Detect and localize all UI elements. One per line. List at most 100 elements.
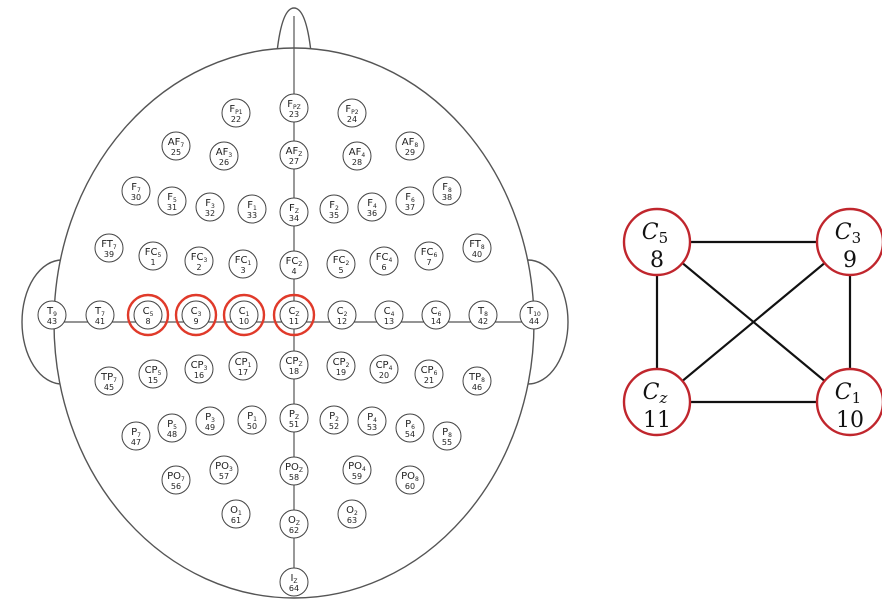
electrode-circle bbox=[357, 406, 387, 436]
electrode-name: PZ bbox=[289, 409, 299, 421]
electrode-name: O2 bbox=[346, 505, 358, 517]
electrode-number: 35 bbox=[329, 211, 339, 220]
electrode-number: 42 bbox=[478, 317, 488, 326]
electrode-number: 28 bbox=[352, 158, 362, 167]
graph-node-name: Cz bbox=[643, 380, 668, 407]
electrode-number: 7 bbox=[426, 258, 431, 267]
electrode-circle bbox=[326, 351, 356, 381]
electrode-number: 62 bbox=[289, 526, 299, 535]
electrode-number: 18 bbox=[289, 367, 299, 376]
electrode-name: AFZ bbox=[286, 146, 303, 158]
electrode-number: 29 bbox=[405, 148, 415, 157]
electrode-name: FC4 bbox=[376, 252, 393, 264]
electrode-circle bbox=[337, 499, 367, 529]
electrode-name: P8 bbox=[442, 427, 452, 439]
electrode-name: FC2 bbox=[333, 255, 350, 267]
electrode-number: 14 bbox=[431, 317, 441, 326]
electrode-name: P4 bbox=[367, 412, 377, 424]
electrode-number: 52 bbox=[329, 422, 339, 431]
electrode-number: 27 bbox=[289, 157, 299, 166]
highlight-ring bbox=[222, 293, 266, 337]
electrode-name: IZ bbox=[290, 573, 297, 585]
electrode-number: 9 bbox=[193, 317, 198, 326]
electrode-number: 46 bbox=[472, 383, 482, 392]
electrode-number: 56 bbox=[171, 482, 181, 491]
electrode-number: 13 bbox=[384, 317, 394, 326]
graph-node-c3: C39 bbox=[815, 207, 882, 277]
electrode-number: 48 bbox=[167, 430, 177, 439]
electrode-circle bbox=[237, 405, 267, 435]
electrode-circle bbox=[181, 300, 211, 330]
electrode-number: 25 bbox=[171, 148, 181, 157]
electrode-circle bbox=[279, 140, 309, 170]
electrode-circle bbox=[209, 141, 239, 171]
graph-node-number: 9 bbox=[843, 248, 857, 273]
electrode-name: C5 bbox=[143, 306, 154, 318]
electrode-circle bbox=[279, 350, 309, 380]
electrode-circle bbox=[468, 300, 498, 330]
electrode-number: 63 bbox=[347, 516, 357, 525]
electrode-number: 57 bbox=[219, 472, 229, 481]
electrode-number: 33 bbox=[247, 211, 257, 220]
electrode-circle bbox=[237, 194, 267, 224]
electrode-circle bbox=[121, 421, 151, 451]
electrode-number: 37 bbox=[405, 203, 415, 212]
electrode-circle bbox=[279, 197, 309, 227]
electrode-number: 32 bbox=[205, 209, 215, 218]
electrode-circle bbox=[414, 241, 444, 271]
electrode-name: CP3 bbox=[191, 360, 208, 372]
electrode-number: 17 bbox=[238, 368, 248, 377]
electrode-number: 47 bbox=[131, 438, 141, 447]
electrode-number: 24 bbox=[347, 115, 357, 124]
graph-node-circle bbox=[815, 367, 882, 437]
electrode-number: 36 bbox=[367, 209, 377, 218]
electrode-name: FC6 bbox=[421, 247, 438, 259]
electrode-name: P6 bbox=[405, 419, 415, 431]
electrode-c3: C39 bbox=[174, 293, 218, 337]
electrode-name: C3 bbox=[191, 306, 202, 318]
electrode-circle bbox=[374, 300, 404, 330]
electrode-name: FZ bbox=[289, 203, 299, 215]
electrode-name: F5 bbox=[167, 192, 177, 204]
electrode-name: CP6 bbox=[421, 365, 438, 377]
electrode-name: P5 bbox=[167, 419, 177, 431]
electrode-number: 58 bbox=[289, 473, 299, 482]
electrode-number: 59 bbox=[352, 472, 362, 481]
electrode-circle bbox=[462, 233, 492, 263]
electrode-circle bbox=[121, 176, 151, 206]
electrode-number: 50 bbox=[247, 422, 257, 431]
electrode-number: 31 bbox=[167, 203, 177, 212]
electrode-circle bbox=[94, 366, 124, 396]
graph-node-number: 11 bbox=[643, 408, 671, 433]
electrode-circle bbox=[327, 300, 357, 330]
graph-node-name: C3 bbox=[835, 220, 861, 247]
electrode-name: FCZ bbox=[286, 256, 303, 268]
graph-node-c5: C58 bbox=[622, 207, 692, 277]
electrode-number: 10 bbox=[239, 317, 249, 326]
electrode-number: 16 bbox=[194, 371, 204, 380]
electrode-circle bbox=[184, 354, 214, 384]
electrode-number: 22 bbox=[231, 115, 241, 124]
